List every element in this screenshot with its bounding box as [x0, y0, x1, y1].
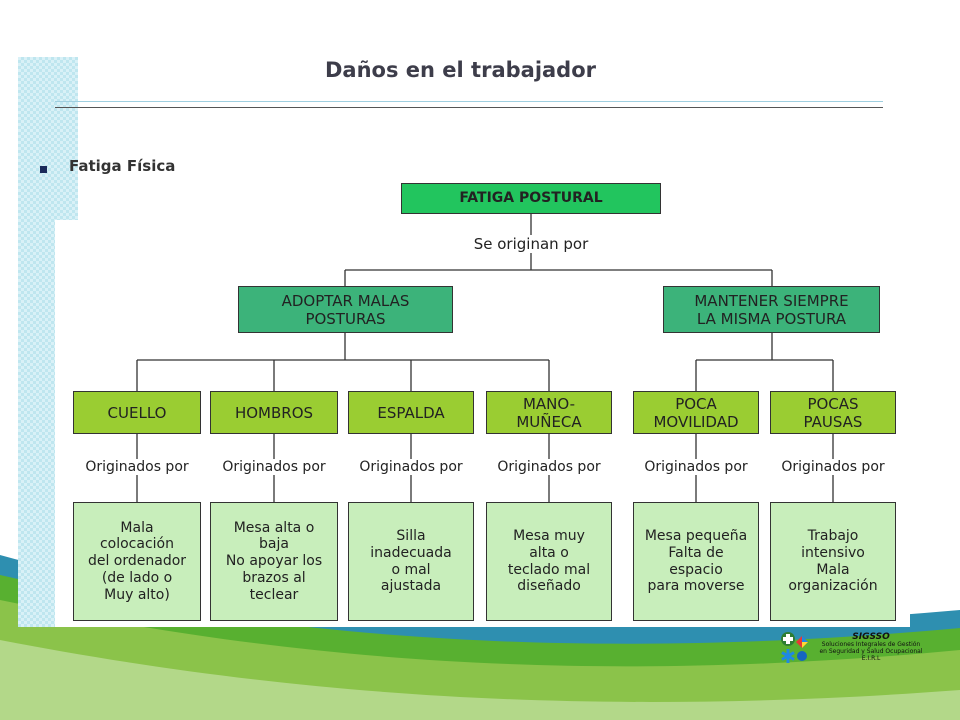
brand-line-2: en Seguridad y Salud Ocupacional — [819, 648, 923, 656]
cause-node: Trabajo intensivo Mala organización — [770, 502, 896, 621]
category-label: CUELLO — [107, 403, 167, 422]
branch-node: MANTENER SIEMPRE LA MISMA POSTURA — [663, 286, 880, 333]
root-node: FATIGA POSTURAL — [401, 183, 661, 214]
cause-label: Silla inadecuada o mal ajustada — [370, 527, 452, 595]
category-label: MANO- MUÑECA — [516, 394, 582, 431]
bullet-text: Fatiga Física — [69, 157, 176, 175]
category-connector-label: Originados por — [70, 459, 204, 475]
cause-label: Trabajo intensivo Mala organización — [788, 527, 878, 595]
root-connector-label: Se originan por — [453, 235, 609, 253]
cause-label: Mesa pequeña Falta de espacio para mover… — [644, 527, 748, 595]
branch-label: MANTENER SIEMPRE LA MISMA POSTURA — [694, 291, 849, 328]
slide-title: Daños en el trabajador — [325, 58, 597, 82]
branch-label: ADOPTAR MALAS POSTURAS — [281, 291, 410, 328]
cause-node: Mesa pequeña Falta de espacio para mover… — [633, 502, 759, 621]
brand-line-1: Soluciones Integrales de Gestión — [821, 641, 921, 649]
category-node: HOMBROS — [210, 391, 338, 434]
category-node: CUELLO — [73, 391, 201, 434]
branch-node: ADOPTAR MALAS POSTURAS — [238, 286, 453, 333]
cause-label: Mala colocación del ordenador (de lado o… — [87, 519, 187, 603]
category-node: POCAS PAUSAS — [770, 391, 896, 434]
category-connector-label: Originados por — [207, 459, 341, 475]
cause-node: Silla inadecuada o mal ajustada — [348, 502, 474, 621]
category-label: POCAS PAUSAS — [803, 394, 863, 431]
title-rule-bottom — [55, 107, 883, 108]
cause-node: Mesa alta o baja No apoyar los brazos al… — [210, 502, 338, 621]
brand-name: SIGSSO — [852, 632, 890, 642]
category-node: MANO- MUÑECA — [486, 391, 612, 434]
title-rule-top — [55, 101, 883, 102]
cause-node: Mesa muy alta o teclado mal diseñado — [486, 502, 612, 621]
cause-node: Mala colocación del ordenador (de lado o… — [73, 502, 201, 621]
category-label: ESPALDA — [377, 403, 445, 422]
category-label: POCA MOVILIDAD — [653, 394, 739, 431]
category-node: POCA MOVILIDAD — [633, 391, 759, 434]
category-node: ESPALDA — [348, 391, 474, 434]
company-logo-icon — [781, 632, 808, 663]
root-label: FATIGA POSTURAL — [459, 190, 603, 207]
category-connector-label: Originados por — [344, 459, 478, 475]
cause-label: Mesa muy alta o teclado mal diseñado — [507, 527, 591, 595]
category-connector-label: Originados por — [766, 459, 900, 475]
company-logo-text: SIGSSO Soluciones Integrales de Gestión … — [812, 632, 930, 663]
category-label: HOMBROS — [234, 403, 314, 422]
bullet-marker — [40, 166, 47, 173]
cause-label: Mesa alta o baja No apoyar los brazos al… — [225, 519, 323, 603]
category-connector-label: Originados por — [629, 459, 763, 475]
category-connector-label: Originados por — [482, 459, 616, 475]
brand-line-3: E.I.R.L — [861, 655, 881, 663]
